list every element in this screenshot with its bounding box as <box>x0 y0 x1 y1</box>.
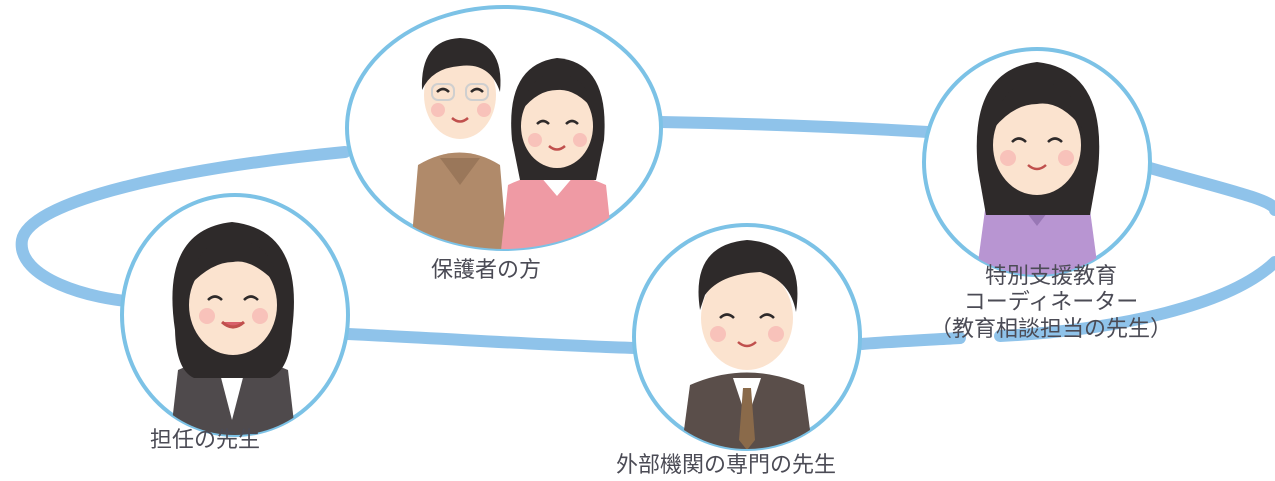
node-homeroom-teacher <box>120 193 350 437</box>
connector-ring <box>15 116 1275 354</box>
node-coordinator <box>922 47 1152 277</box>
father-figure <box>410 38 508 249</box>
node-external-specialist <box>632 223 862 451</box>
parents-illustration <box>410 38 614 249</box>
homeroom-teacher-label: 担任の先生 <box>150 428 261 453</box>
coordinator-label-line3: （教育相談担当の先生） <box>929 316 1172 342</box>
homeroom-teacher-illustration <box>170 222 296 435</box>
parents-label: 保護者の方 <box>431 258 542 283</box>
coordinator-label: 特別支援教育 コーディネーター （教育相談担当の先生） <box>916 264 1186 343</box>
coordinator-label-line1: 特別支援教育 <box>984 264 1117 289</box>
external-specialist-illustration <box>680 240 814 449</box>
node-parents <box>345 5 663 251</box>
external-specialist-label: 外部機関の専門の先生 <box>616 453 837 478</box>
mother-figure <box>500 58 614 249</box>
coordinator-illustration <box>975 62 1100 275</box>
coordinator-label-line2: コーディネーター <box>963 290 1139 316</box>
